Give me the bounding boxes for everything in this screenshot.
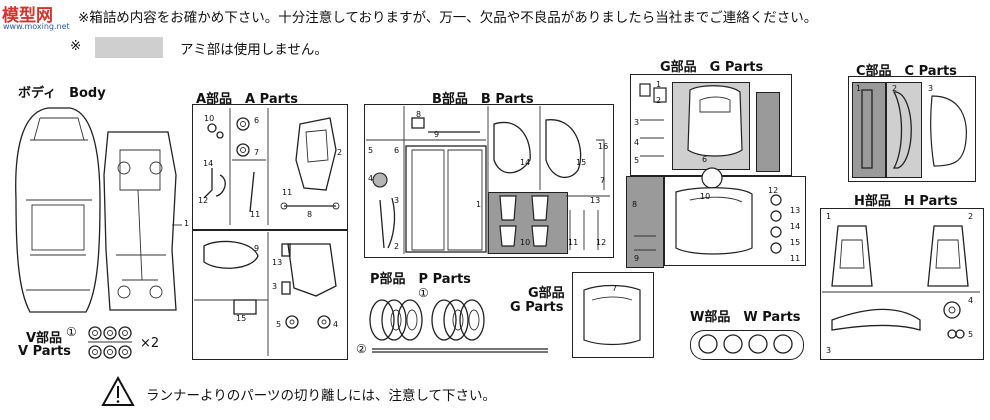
- g-small-part-7: 7: [612, 284, 618, 293]
- h-part-2: 2: [968, 212, 974, 221]
- b-part-12: 12: [596, 238, 607, 247]
- a-part-14: 14: [203, 159, 214, 168]
- body-part-number: 1: [184, 219, 190, 228]
- g-parts-small-label-jp: G部品: [528, 286, 565, 301]
- g-part-8: 8: [632, 200, 638, 209]
- h-part-5: 5: [968, 330, 974, 339]
- a-part-8: 8: [307, 210, 313, 219]
- v-parts-count: ×2: [140, 336, 160, 351]
- b-part-13: 13: [590, 196, 601, 205]
- g-parts-mesh-left: [626, 176, 664, 268]
- watermark-logo: 模型网: [2, 6, 53, 26]
- g-part-15: 15: [790, 238, 801, 247]
- g-part-2: 2: [656, 96, 662, 105]
- mesh-not-used-notice: アミ部は使用しません。: [180, 42, 328, 58]
- g-part-14: 14: [790, 222, 801, 231]
- a-part-3: 3: [272, 282, 278, 291]
- g-part-4: 4: [634, 138, 640, 147]
- c-parts-mesh-1: [852, 82, 886, 178]
- a-part-11b: 11: [282, 188, 293, 197]
- b-part-1: 1: [476, 200, 482, 209]
- b-parts-label: B部品 B Parts: [432, 92, 534, 107]
- check-contents-notice: ※箱詰め内容をお確かめ下さい。十分注意しておりますが、万一、欠品や不良品がありま…: [78, 10, 818, 26]
- g-part-9: 9: [634, 254, 640, 263]
- b-part-8: 8: [416, 110, 422, 119]
- a-part-6: 6: [254, 116, 260, 125]
- a-part-11a: 11: [250, 210, 261, 219]
- v-parts-label-en: V Parts: [18, 344, 71, 359]
- watermark-url: www.moxing.net: [3, 22, 70, 31]
- b-part-6: 6: [394, 146, 400, 155]
- w-parts-label: W部品 W Parts: [690, 310, 801, 325]
- h-part-3: 3: [826, 346, 832, 355]
- a-parts-runner-top: [192, 104, 348, 230]
- b-part-2: 2: [394, 242, 400, 251]
- a-part-5: 5: [276, 320, 282, 329]
- h-part-4: 4: [968, 296, 974, 305]
- caution-text: ランナーよりのパーツの切り離しには、注意して下さい。: [146, 388, 497, 404]
- g-part-1: 1: [656, 80, 662, 89]
- a-part-7: 7: [254, 148, 260, 157]
- g-parts-label-top: G部品 G Parts: [660, 60, 764, 75]
- g-part-6: 6: [702, 155, 708, 164]
- mesh-swatch: [95, 37, 163, 58]
- c-part-2: 2: [892, 84, 898, 93]
- a-part-10: 10: [204, 114, 215, 123]
- g-part-3: 3: [634, 118, 640, 127]
- a-part-2: 2: [337, 148, 343, 157]
- a-part-4: 4: [333, 320, 339, 329]
- a-part-15: 15: [236, 314, 247, 323]
- v-parts-label-jp: V部品: [26, 331, 63, 346]
- v-parts-number: ①: [66, 325, 77, 339]
- c-part-1: 1: [856, 84, 862, 93]
- p-part-2: ②: [356, 342, 367, 356]
- h-part-1: 1: [826, 212, 832, 221]
- body-label: ボディ Body: [18, 86, 106, 101]
- b-part-15: 15: [576, 158, 587, 167]
- b-part-7: 7: [600, 176, 606, 185]
- b-part-4: 4: [368, 174, 374, 183]
- g-part-10: 10: [700, 192, 711, 201]
- g-parts-mesh-strip: [756, 92, 780, 172]
- b-part-3: 3: [394, 196, 400, 205]
- mesh-mark: ※: [70, 38, 82, 54]
- h-parts-label: H部品 H Parts: [854, 194, 958, 209]
- g-parts-small-label-en: G Parts: [510, 300, 564, 315]
- a-part-13: 13: [272, 258, 283, 267]
- w-parts-runner: [690, 330, 804, 360]
- a-parts-label: A部品 A Parts: [196, 92, 298, 107]
- b-part-11: 11: [568, 238, 579, 247]
- b-part-5: 5: [368, 146, 374, 155]
- p-parts-label: P部品 P Parts: [370, 272, 471, 287]
- g-part-12: 12: [768, 186, 779, 195]
- c-parts-label: C部品 C Parts: [856, 64, 957, 79]
- g-part-11: 11: [790, 254, 801, 263]
- b-part-16: 16: [598, 142, 609, 151]
- g-part-5: 5: [634, 156, 640, 165]
- b-part-9: 9: [434, 130, 440, 139]
- a-parts-runner-bottom: [192, 230, 348, 360]
- b-part-10: 10: [520, 238, 531, 247]
- b-part-14: 14: [520, 158, 531, 167]
- a-part-9: 9: [254, 244, 260, 253]
- c-part-3: 3: [928, 84, 934, 93]
- a-part-12: 12: [198, 196, 209, 205]
- p-part-1: ①: [418, 286, 429, 300]
- g-part-13: 13: [790, 206, 801, 215]
